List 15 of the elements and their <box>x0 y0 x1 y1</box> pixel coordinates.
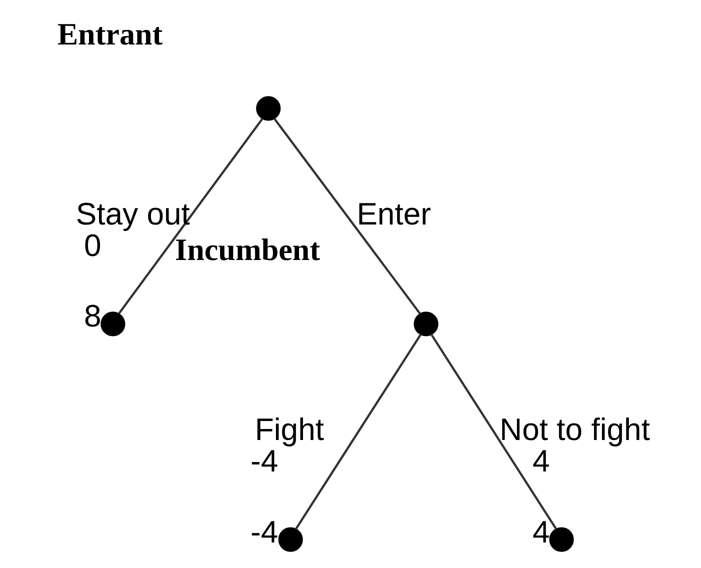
node-circle <box>414 312 438 336</box>
node-circle <box>278 527 303 552</box>
node-circle <box>100 312 126 336</box>
node-label: Incumbent <box>175 232 320 267</box>
node-label: 8 <box>84 298 102 334</box>
connector <box>294 334 422 530</box>
node-label: Entrant <box>57 16 163 52</box>
edge-label: Enter <box>356 196 431 232</box>
connector <box>118 118 264 314</box>
node-label: -4 <box>250 514 278 550</box>
connector <box>273 118 421 314</box>
node-circle <box>256 96 281 121</box>
node-circle <box>549 527 574 552</box>
connector <box>430 334 558 530</box>
node-label: 4 <box>532 514 550 550</box>
